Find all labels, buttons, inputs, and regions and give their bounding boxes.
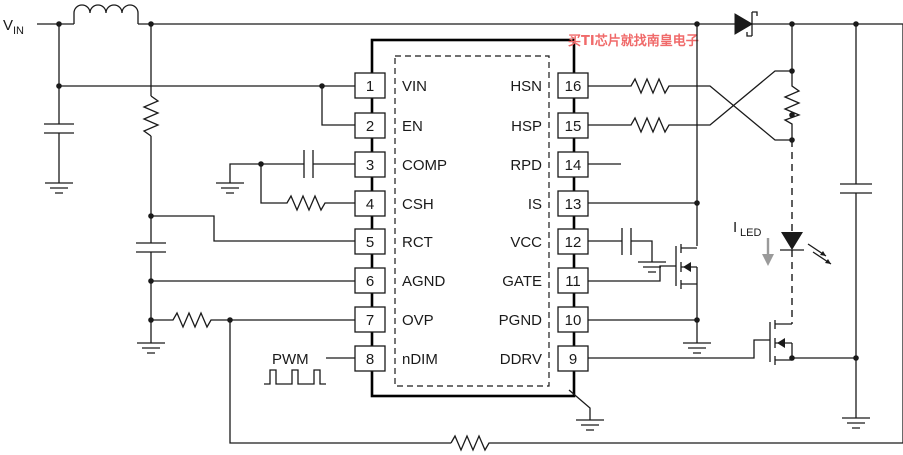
chip-body: [370, 38, 576, 398]
iled-label-subscript: LED: [740, 227, 761, 239]
pin-box: [557, 72, 589, 99]
vin-label: V: [3, 17, 13, 34]
junction-dot: [789, 112, 795, 118]
pin-number: 10: [565, 312, 582, 329]
pin-name: AGND: [402, 273, 446, 290]
pin-name: CSH: [402, 196, 434, 213]
pin-number: 13: [565, 196, 582, 213]
pin-name: HSN: [510, 78, 542, 95]
pwm-label: PWM: [272, 351, 309, 368]
vcc-capacitor: [621, 228, 632, 255]
right-pins: 16 15 14 13 12 11 10 9 HSN HSP RPD IS VC…: [499, 72, 589, 372]
pin-name: GATE: [502, 273, 542, 290]
en-pin-wire: [321, 86, 355, 126]
wire: [229, 163, 304, 183]
pin-number: 9: [569, 351, 577, 368]
ground-icon: [137, 342, 165, 354]
wire: [631, 240, 653, 262]
pin-number: 4: [366, 196, 374, 213]
iled-label: I: [733, 219, 737, 236]
pin-box: [354, 112, 386, 139]
vin-label-subscript: IN: [13, 25, 24, 37]
pin-number: 6: [366, 273, 374, 290]
pin-name: COMP: [402, 157, 447, 174]
comp-capacitor: [303, 150, 314, 178]
pin-box: [557, 228, 589, 255]
chip-ground-wire: [568, 389, 591, 420]
pin-box: [557, 190, 589, 217]
rct-pin-wire: [151, 215, 355, 242]
gate-pin-wire: [588, 265, 676, 282]
pin-box: [557, 151, 589, 178]
pin-name: PGND: [499, 312, 543, 329]
ovp-top-resistor: [450, 24, 903, 452]
led-icon: [780, 232, 832, 265]
pin-box: [557, 345, 589, 372]
pwm-waveform: [264, 369, 326, 385]
power-mosfet: [675, 244, 698, 320]
pin-name: EN: [402, 118, 423, 135]
watermark-text: 买TI芯片就找南皇电子: [568, 33, 699, 49]
schottky-diode: [734, 11, 758, 37]
ground-icon: [576, 419, 604, 431]
pin-name: OVP: [402, 312, 434, 329]
csh-resistor: [260, 164, 355, 212]
ground-icon: [683, 342, 711, 354]
pin-name: nDIM: [402, 351, 438, 368]
rct-resistor: [142, 95, 160, 137]
pin-number: 3: [366, 157, 374, 174]
pin-number: 11: [565, 273, 581, 290]
ovp-resistor: [151, 311, 355, 329]
pin-name: RCT: [402, 234, 433, 251]
pin-box: [557, 112, 589, 139]
chip-inner-outline: [394, 55, 550, 387]
pin-number: 16: [565, 78, 582, 95]
inductor: [73, 4, 139, 24]
pin-name: RPD: [510, 157, 542, 174]
output-capacitor: [840, 183, 872, 194]
pin-number: 14: [565, 157, 582, 174]
iled-arrowhead: [762, 254, 774, 266]
pin-number: 5: [366, 234, 374, 251]
rct-capacitor: [136, 242, 166, 253]
junction-dot: [694, 200, 700, 206]
pin-name: DDRV: [500, 351, 542, 368]
pin-number: 12: [565, 234, 582, 251]
pin-number: 7: [366, 312, 374, 329]
pin-name: VCC: [510, 234, 542, 251]
ovp-feedback-wire: [229, 320, 451, 444]
pin-number: 8: [366, 351, 374, 368]
dimming-mosfet: [769, 320, 793, 365]
pin-box: [354, 151, 386, 178]
pin-number: 2: [366, 118, 374, 135]
pin-number: 15: [565, 118, 582, 135]
pin-number: 1: [366, 78, 374, 95]
ground-icon: [842, 417, 870, 429]
ddrv-pin-wire: [588, 339, 770, 359]
hsn-resistor: [588, 77, 792, 141]
pin-name: VIN: [402, 78, 427, 95]
ground-icon: [638, 261, 666, 273]
ground-icon: [216, 182, 244, 194]
sense-resistor: [783, 71, 801, 140]
hsp-resistor: [588, 70, 792, 134]
left-pins: 1 2 3 4 5 6 7 8 VIN EN COMP CSH RCT AGND…: [354, 72, 447, 372]
input-capacitor: [44, 123, 74, 134]
pin-name: HSP: [511, 118, 542, 135]
ground-icon: [45, 182, 73, 194]
pin-name: IS: [528, 196, 542, 213]
